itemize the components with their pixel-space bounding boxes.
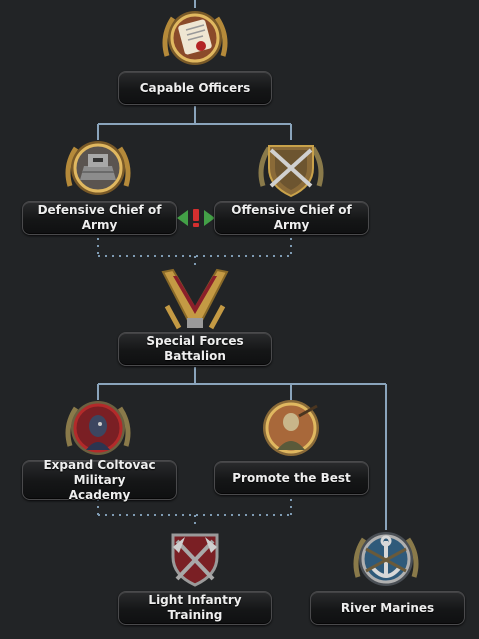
soldier-portrait-icon (263, 400, 319, 456)
focus-label-promote-best[interactable]: Promote the Best (214, 461, 369, 495)
crossed-axes-icon (171, 533, 219, 587)
focus-icon-capable-officers[interactable] (159, 6, 231, 70)
focus-icon-expand-academy[interactable] (62, 396, 134, 460)
focus-label-river-marines[interactable]: River Marines (310, 591, 465, 625)
focus-label-capable-officers[interactable]: Capable Officers (118, 71, 272, 105)
focus-icon-offensive-chief[interactable] (255, 136, 327, 200)
officer-portrait-icon (65, 401, 131, 455)
focus-label-defensive-chief[interactable]: Defensive Chief of Army (22, 201, 177, 235)
focus-label-special-forces[interactable]: Special Forces Battalion (118, 332, 272, 366)
focus-icon-special-forces[interactable] (159, 268, 231, 332)
focus-label-offensive-chief[interactable]: Offensive Chief of Army (214, 201, 369, 235)
focus-icon-promote-best[interactable] (255, 396, 327, 460)
focus-icon-light-infantry[interactable] (159, 527, 231, 591)
focus-icon-defensive-chief[interactable] (62, 136, 134, 200)
crossed-rifles-shield-icon (258, 145, 324, 198)
focus-label-light-infantry[interactable]: Light Infantry Training (118, 591, 272, 625)
chevron-badge-icon (161, 268, 229, 330)
bunker-icon (65, 141, 131, 195)
mutually-exclusive-icon (174, 207, 218, 229)
scroll-icon (162, 11, 228, 65)
focus-icon-river-marines[interactable] (350, 527, 422, 591)
anchor-rifles-icon (353, 532, 419, 586)
focus-label-expand-academy[interactable]: Expand Coltovac Military Academy (22, 458, 177, 502)
